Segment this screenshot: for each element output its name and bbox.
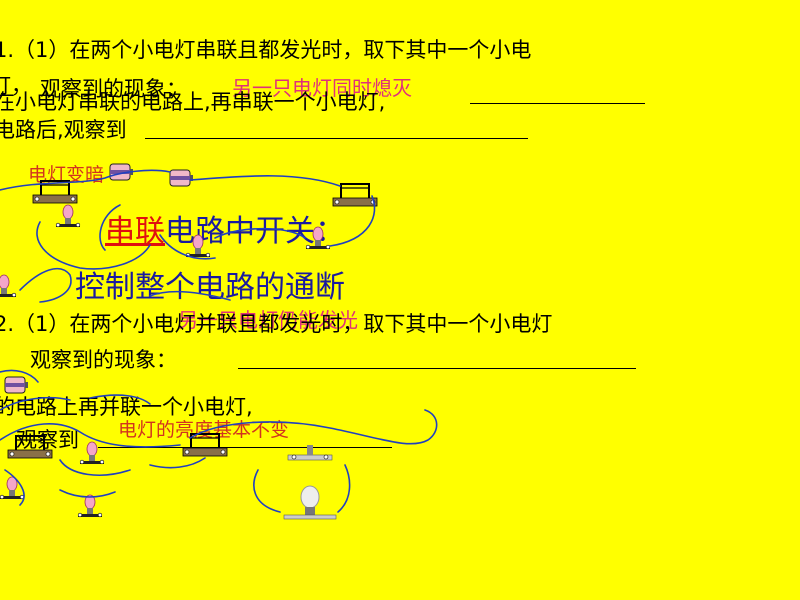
bulb-icon (77, 494, 103, 518)
q1-line3: 在小电灯串联的电路上,再串联一个小电灯, (0, 90, 386, 114)
battery-icon (169, 169, 194, 187)
q1-line4: 电路后,观察到 (0, 118, 127, 142)
battery-icon (4, 376, 29, 394)
q2-answer1: 另一只电灯仍能发光 (178, 308, 358, 332)
bulb-off-icon (283, 485, 337, 520)
q2-line1: 2.（1）在两个小电灯并联且都发光时，取下其中一个小电灯 (0, 312, 553, 336)
q2-line2: 观察到的现象： (30, 348, 177, 372)
bulb-icon (79, 441, 105, 465)
bulb-icon (305, 226, 331, 250)
bulb-icon (0, 476, 25, 500)
q2-blank-line-1 (238, 368, 636, 369)
bulb-holder-icon (287, 444, 333, 461)
switch-icon (182, 433, 228, 457)
switch-icon (332, 183, 378, 207)
hand-drawn-wires (0, 169, 438, 513)
switch-icon (7, 435, 53, 459)
q1-blank-line-1 (470, 103, 645, 104)
q1-line1: 1.（1）在两个小电灯串联且都发光时，取下其中一个小电 (0, 38, 532, 62)
q1-line2-prompt: 观察到的现象： (40, 77, 187, 101)
bulb-icon (0, 274, 17, 298)
q1-answer1: 另一只电灯同时熄灭 (232, 76, 412, 100)
bulb-icon (185, 234, 211, 258)
q2-blank-line-2 (98, 447, 392, 448)
summary-red-word: 串联 (105, 214, 165, 249)
bulb-icon (55, 204, 81, 228)
summary-line2: 控制整个电路的通断 (75, 270, 345, 305)
q2-answer2: 电灯的亮度基本不变 (118, 419, 290, 441)
q1-line2-prefix: 灯， (0, 74, 32, 98)
q1-blank-line-2 (145, 138, 528, 139)
q2-line3: 的电路上再并联一个小电灯, (0, 395, 253, 419)
